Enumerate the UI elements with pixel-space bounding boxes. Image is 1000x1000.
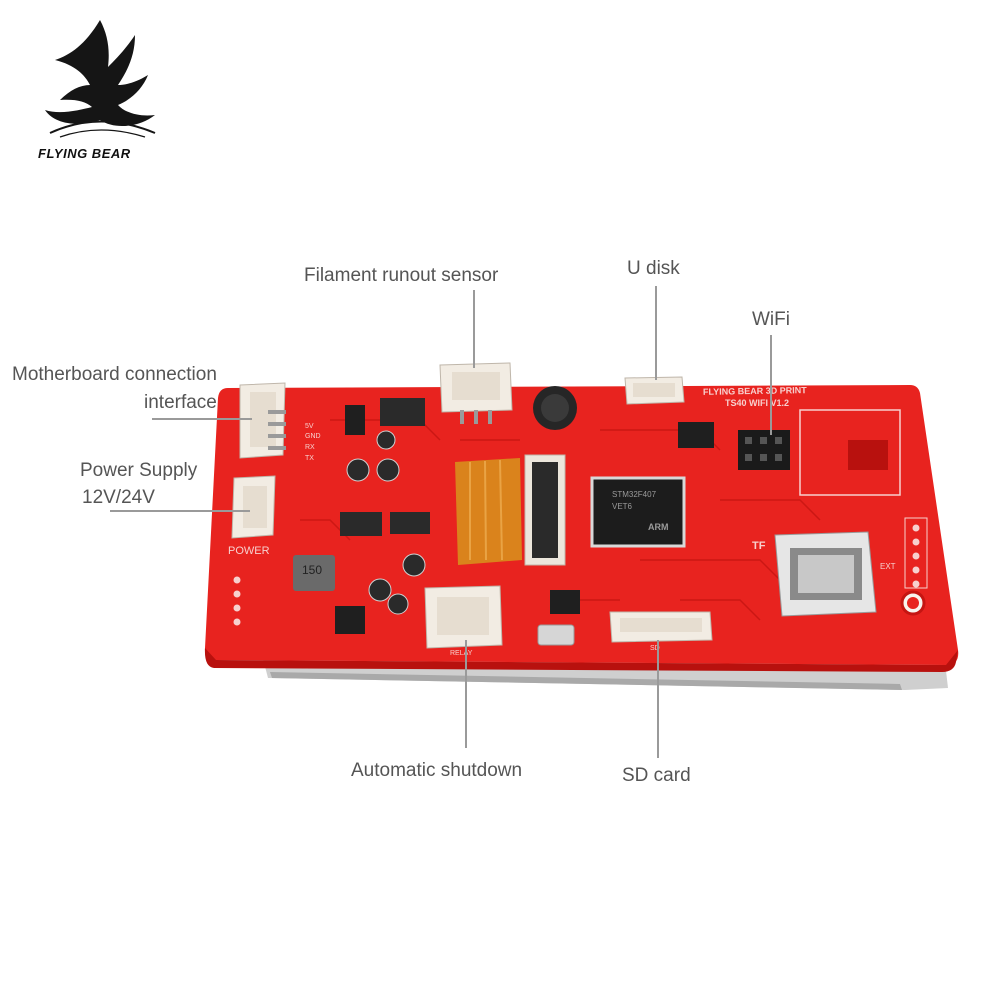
- ribbon-cable: [455, 454, 566, 566]
- shutdown-callout-line: [465, 640, 467, 748]
- power-connector: [231, 475, 276, 539]
- udisk-callout-line: [655, 286, 657, 380]
- filament-connector: [439, 362, 513, 424]
- ext-header: [904, 517, 928, 589]
- pin-gnd: GND: [305, 433, 321, 440]
- power-label-line2: 12V/24V: [82, 487, 155, 508]
- sd-connector: [609, 611, 713, 643]
- pin-tx: TX: [305, 455, 314, 462]
- motherboard-callout-line: [152, 418, 252, 420]
- silkscreen-ext: EXT: [880, 562, 896, 571]
- power-callout-line: [110, 510, 250, 512]
- chip-mark-line1: STM32F407: [612, 490, 657, 499]
- wifi-module-area: [799, 409, 901, 496]
- wifi-callout-line: [770, 335, 772, 435]
- motherboard-label-line2: interface: [144, 392, 217, 413]
- chip-mark-arm: ARM: [648, 522, 669, 532]
- relay-connector: [424, 585, 503, 649]
- udisk-connector: [624, 376, 685, 405]
- sdcard-label: SD card: [622, 765, 691, 786]
- filament-label: Filament runout sensor: [304, 265, 499, 286]
- silkscreen-power: POWER: [228, 545, 270, 557]
- pcb-surface: [204, 385, 959, 665]
- silkscreen-sd: SD: [650, 645, 660, 652]
- power-label-line1: Power Supply: [80, 460, 198, 481]
- silkscreen-inductor: 150: [302, 563, 323, 577]
- silkscreen-tf: TF: [752, 540, 766, 552]
- flying-bear-logo-icon: [45, 20, 156, 138]
- shutdown-label: Automatic shutdown: [351, 760, 523, 781]
- udisk-label: U disk: [627, 258, 680, 279]
- mcu-chip: [590, 476, 686, 548]
- pin-rx: RX: [305, 444, 315, 451]
- board-title-line1: FLYING BEAR 3D PRINT: [702, 385, 807, 397]
- inductor: [293, 555, 335, 591]
- wifi-header: [738, 430, 790, 470]
- capacitors: [346, 430, 426, 615]
- filament-callout-line: [473, 290, 475, 368]
- motherboard-connector: [239, 382, 286, 459]
- motherboard-label-line1: Motherboard connection: [12, 364, 217, 385]
- wifi-label: WiFi: [752, 309, 790, 330]
- tf-card-slot: [774, 531, 877, 617]
- swd-pads: [233, 576, 241, 626]
- silkscreen-relay: RELAY: [450, 650, 473, 657]
- board-title-line2: TS40 WIFI V1.2: [725, 398, 790, 408]
- sdcard-callout-line: [657, 640, 659, 758]
- usb-port: [537, 624, 575, 646]
- logo-text: FLYING BEAR: [38, 146, 131, 161]
- chip-mark-line2: VET6: [612, 502, 633, 511]
- pin-5v: 5V: [305, 423, 314, 430]
